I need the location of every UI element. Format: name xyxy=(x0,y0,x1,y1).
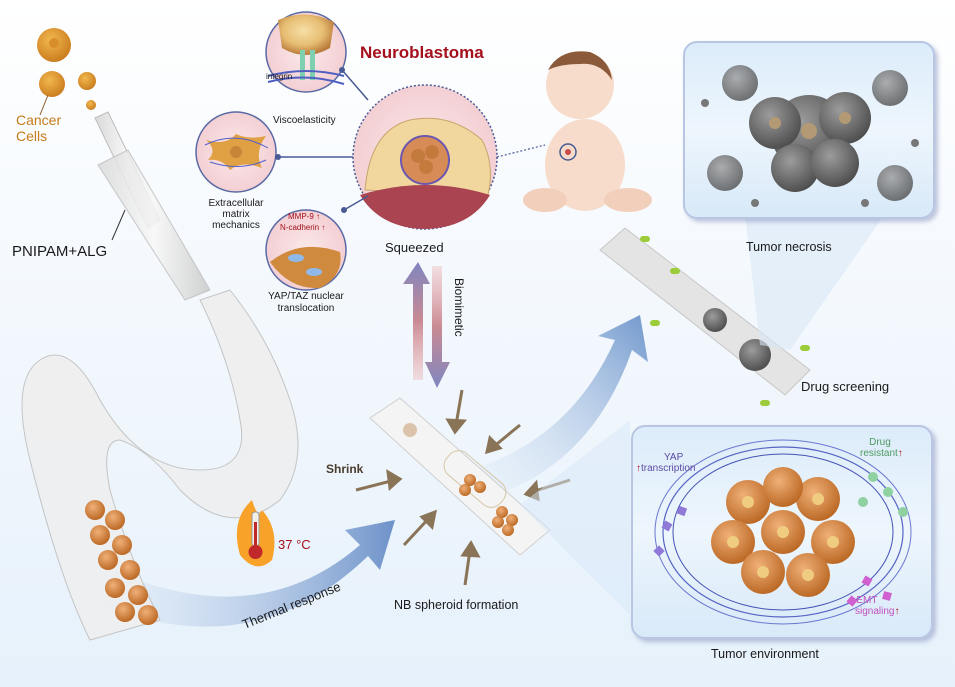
up-arrow xyxy=(403,262,430,380)
tumor-environment-panel xyxy=(631,425,933,639)
cancer-cells-illustration xyxy=(37,28,96,116)
yap-taz-label: YAP/TAZ nuclear translocation xyxy=(250,291,362,315)
cancer-cells-text: Cancer Cells xyxy=(16,112,62,144)
tumor-environment-label: Tumor environment xyxy=(711,647,819,661)
emt-signaling-label: EMT signaling↑ xyxy=(855,595,899,617)
pnipam-alg-label: PNIPAM+ALG xyxy=(12,243,108,260)
n-cadherin-label: N-cadherin ↑ xyxy=(280,223,325,232)
n-cadherin-up-arrow-icon: ↑ xyxy=(321,223,326,232)
ecm-line-3: mechanics xyxy=(212,220,260,231)
biomimetic-label: Biomimetic xyxy=(452,278,466,337)
ecm-label: Extracellular matrix mechanics xyxy=(194,198,278,231)
thermometer-icon xyxy=(236,500,275,567)
shrink-label: Shrink xyxy=(326,462,364,476)
temperature-label: 37 °C xyxy=(278,537,311,552)
down-arrow xyxy=(425,266,450,388)
yap-transcription-label: YAP ↑transcription xyxy=(636,452,695,474)
drug-screening-label: Drug screening xyxy=(801,379,890,394)
mmp9-label: MMP-9 ↑ xyxy=(288,212,320,221)
tube-spheroids xyxy=(85,500,158,625)
drug-text: Drug xyxy=(869,437,891,448)
resistant-text: resistant xyxy=(860,448,898,459)
yap-text: YAP xyxy=(664,452,684,463)
tumor-necrosis-panel xyxy=(683,41,935,219)
drug-resistant-label: Drug resistant↑ xyxy=(860,437,903,459)
squeezed-label: Squeezed xyxy=(385,240,444,255)
yap-taz-line-1: YAP/TAZ nuclear xyxy=(268,291,344,302)
viscoelasticity-label: Viscoelasticity xyxy=(273,115,336,126)
necrotic-cells-graphic xyxy=(701,65,919,207)
n-cadherin-text: N-cadherin xyxy=(280,223,320,232)
mmp9-up-arrow-icon: ↑ xyxy=(316,212,321,221)
yap-taz-line-2: translocation xyxy=(277,303,335,314)
neuroblastoma-title: Neuroblastoma xyxy=(360,43,484,62)
emt-up-arrow-icon: ↑ xyxy=(894,606,900,617)
integrin-label: integrin xyxy=(266,72,293,81)
drug-up-arrow-icon: ↑ xyxy=(897,448,903,459)
cancer-cells-label: Cancer Cells xyxy=(16,112,66,144)
injection-tube xyxy=(21,111,299,641)
shrink-arrows xyxy=(355,389,571,586)
spheroid-environment-graphic xyxy=(653,439,912,625)
yap-up-arrow-icon: ↑ xyxy=(636,463,641,474)
ecm-line-1: Extracellular xyxy=(208,198,264,209)
tumor-necrosis-label: Tumor necrosis xyxy=(746,240,832,254)
baby-illustration xyxy=(523,51,652,212)
transcription-text: transcription xyxy=(641,463,696,474)
thermal-flow-arrow xyxy=(90,520,395,627)
drug-flow-arrow xyxy=(470,315,648,500)
drug-screening-tube xyxy=(599,227,811,406)
mmp9-text: MMP-9 xyxy=(288,212,314,221)
nb-spheroid-formation-label: NB spheroid formation xyxy=(394,598,519,612)
emt-text: EMT xyxy=(856,595,878,606)
signaling-text: signaling xyxy=(855,606,895,617)
ecm-line-2: matrix xyxy=(222,209,250,220)
